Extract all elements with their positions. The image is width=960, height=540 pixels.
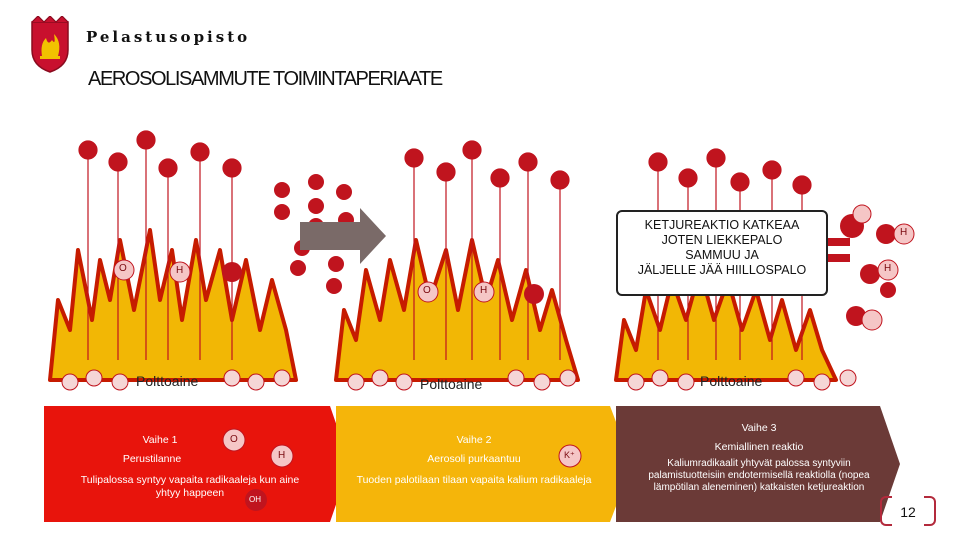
radical-o-middle: O	[423, 285, 431, 296]
phase2-title: Vaihe 2	[456, 434, 492, 446]
callout-line-2: JOTEN LIEKKEPALO	[661, 233, 783, 247]
phase2-subtitle: Aerosoli purkaantuu	[427, 453, 521, 465]
callout-line-3: SAMMUU JA	[685, 248, 759, 262]
fuel-label-middle: Polttoaine	[420, 376, 483, 392]
page-bracket-right	[924, 496, 936, 526]
flames-left	[48, 228, 298, 382]
phase1-text: Vaihe 1 Perustilanne Tulipalossa syntyy …	[60, 434, 320, 500]
combined-h-mid: H	[884, 263, 892, 274]
callout-line-1: KETJUREAKTIO KATKEAA	[644, 218, 800, 232]
phase1-body: Tulipalossa syntyy vapaita radikaaleja k…	[80, 474, 300, 499]
phase1-h-label: H	[278, 450, 286, 461]
combined-molecules	[812, 204, 915, 331]
arrow-right-icon	[300, 208, 386, 264]
fuel-label-right: Polttoaine	[700, 373, 763, 389]
radicals-left	[113, 259, 242, 283]
radical-h-middle: H	[480, 285, 488, 296]
pelastusopisto-logo	[31, 16, 69, 73]
phase3-subtitle: Kemiallinen reaktio	[714, 441, 804, 453]
callout-line-4: JÄLJELLE JÄÄ HIILLOSPALO	[637, 263, 807, 277]
phase2-body: Tuoden palotilaan tilaan vapaita kalium …	[356, 474, 592, 486]
radicals-middle	[417, 281, 544, 304]
phase1-oh-label: OH	[249, 495, 261, 504]
phase3-body: Kaliumradikaalit yhtyvät palossa syntyvi…	[648, 458, 870, 493]
phase3-title: Vaihe 3	[741, 422, 777, 434]
phase3-text: Vaihe 3 Kemiallinen reaktio Kaliumradika…	[648, 422, 870, 494]
panel-phase3	[616, 406, 900, 522]
phase2-k-label: K⁺	[564, 450, 575, 460]
page-title: AEROSOLISAMMUTE TOIMINTAPERIAATE	[88, 68, 443, 90]
carbon-row	[61, 369, 857, 391]
phase1-title: Vaihe 1	[142, 434, 178, 446]
radical-h-left: H	[176, 265, 184, 276]
page-number: 12	[900, 504, 916, 520]
oxygen-molecules-left	[78, 130, 242, 360]
fuel-label-left: Polttoaine	[136, 373, 199, 389]
phase2-text: Vaihe 2 Aerosoli purkaantuu Tuoden palot…	[356, 434, 592, 487]
oxygen-molecules-middle	[404, 140, 570, 360]
brand-name: Pelastusopisto	[86, 28, 251, 46]
panel-phase1	[44, 406, 350, 522]
page-bracket-left	[880, 496, 892, 526]
phase1-o-label: O	[230, 434, 238, 445]
chain-reaction-callout: KETJUREAKTIO KATKEAA JOTEN LIEKKEPALO SA…	[616, 210, 828, 296]
combined-h-top: H	[900, 227, 908, 238]
panel-phase2	[336, 406, 632, 522]
radical-o-left: O	[119, 263, 127, 274]
phase1-subtitle: Perustilanne	[122, 453, 182, 465]
flames-middle	[334, 238, 580, 382]
